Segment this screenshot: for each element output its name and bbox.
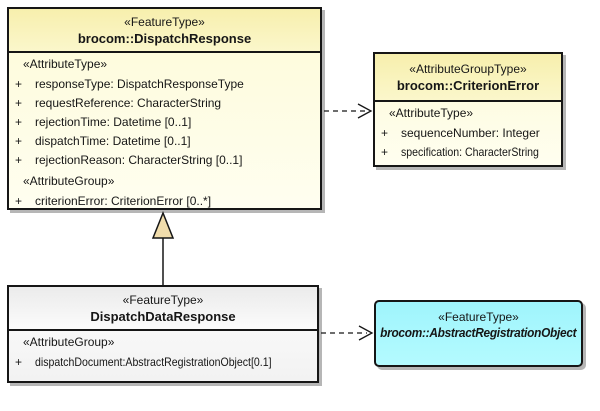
attribute-text: sequenceNumber: Integer (401, 125, 540, 140)
class-header: «FeatureType» brocom::DispatchResponse (9, 9, 320, 53)
visibility-marker: + (15, 193, 23, 208)
attribute-text: responseType: DispatchResponseType (35, 76, 244, 91)
visibility-marker: + (381, 125, 389, 140)
dependency-connector-abstract-registration-object[interactable] (321, 325, 374, 341)
section-heading: «AttributeType» (23, 57, 108, 71)
attribute-text: dispatchDocument:AbstractRegistrationObj… (35, 354, 272, 369)
class-name: brocom::CriterionError (396, 77, 540, 93)
attribute-row[interactable]: + responseType: DispatchResponseType (9, 74, 320, 93)
uml-class-abstract-registration-object[interactable]: «FeatureType» brocom::AbstractRegistrati… (374, 300, 583, 367)
attribute-text: dispatchTime: Datetime [0..1] (35, 133, 191, 148)
class-header: «AttributeGroupType» brocom::CriterionEr… (375, 54, 561, 102)
attribute-row[interactable]: + dispatchDocument:AbstractRegistrationO… (9, 352, 317, 371)
stereotype-label: «FeatureType» (124, 14, 205, 29)
generalization-arrow-icon (151, 210, 175, 239)
visibility-marker: + (15, 76, 23, 91)
class-name: brocom::DispatchResponse (77, 30, 252, 46)
class-name: DispatchDataResponse (90, 308, 236, 324)
visibility-marker: + (381, 144, 389, 159)
attributes-compartment: «AttributeType» + responseType: Dispatch… (9, 53, 320, 208)
class-name: brocom::AbstractRegistrationObject (380, 326, 577, 340)
uml-class-dispatch-data-response[interactable]: «FeatureType» DispatchDataResponse «Attr… (7, 285, 319, 383)
attribute-row[interactable]: + sequenceNumber: Integer (375, 123, 561, 142)
attribute-row[interactable]: + rejectionTime: Datetime [0..1] (9, 112, 320, 131)
attributes-compartment: «AttributeType» + sequenceNumber: Intege… (375, 102, 561, 161)
visibility-marker: + (15, 133, 23, 148)
attribute-row[interactable]: + rejectionReason: CharacterString [0..1… (9, 150, 320, 169)
attributes-compartment: «AttributeGroup» + dispatchDocument:Abst… (9, 331, 317, 371)
attribute-text: criterionError: CriterionError [0..*] (35, 193, 212, 208)
class-header: «FeatureType» DispatchDataResponse (9, 287, 317, 331)
generalization-connector[interactable] (151, 210, 175, 285)
attribute-text: specification: CharacterString (401, 144, 539, 159)
attribute-row[interactable]: + requestReference: CharacterString (9, 93, 320, 112)
visibility-marker: + (15, 95, 23, 110)
class-header: «FeatureType» brocom::AbstractRegistrati… (376, 302, 581, 342)
visibility-marker: + (15, 354, 23, 369)
attribute-row[interactable]: + dispatchTime: Datetime [0..1] (9, 131, 320, 150)
dependency-arrowhead-icon (357, 103, 373, 119)
section-heading: «AttributeType» (389, 106, 474, 120)
dependency-arrowhead-icon (358, 325, 374, 341)
attribute-text: rejectionTime: Datetime [0..1] (35, 114, 192, 129)
stereotype-label: «AttributeGroupType» (409, 61, 527, 76)
section-heading: «AttributeGroup» (23, 174, 115, 188)
attribute-text: requestReference: CharacterString (35, 95, 222, 110)
stereotype-label: «FeatureType» (122, 292, 204, 307)
uml-class-dispatch-response[interactable]: «FeatureType» brocom::DispatchResponse «… (7, 7, 322, 210)
dependency-connector-criterion-error[interactable] (324, 103, 373, 119)
visibility-marker: + (15, 114, 23, 129)
attribute-text: rejectionReason: CharacterString [0..1] (35, 152, 243, 167)
section-heading: «AttributeGroup» (23, 335, 115, 349)
visibility-marker: + (15, 152, 23, 167)
attribute-row[interactable]: + specification: CharacterString (375, 142, 561, 161)
attribute-row[interactable]: + criterionError: CriterionError [0..*] (9, 191, 320, 208)
stereotype-label: «FeatureType» (438, 310, 519, 324)
uml-class-criterion-error[interactable]: «AttributeGroupType» brocom::CriterionEr… (373, 52, 563, 167)
